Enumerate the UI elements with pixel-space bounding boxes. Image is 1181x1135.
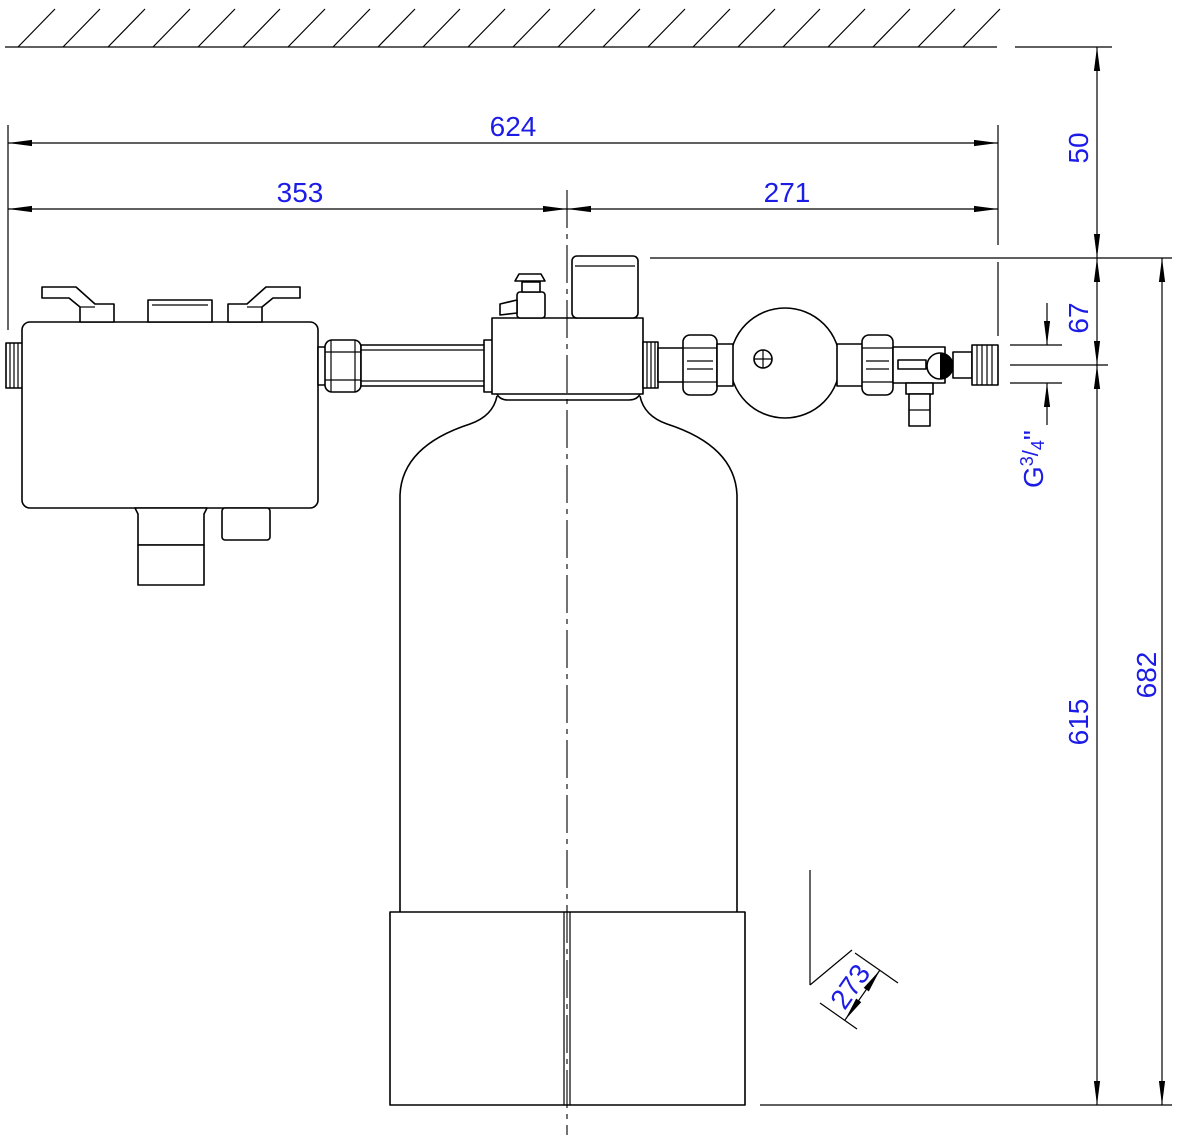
meter-screw-cross [754, 350, 772, 368]
dim-label-615: 615 [1063, 699, 1094, 746]
dimension-labels: 624 353 271 50 67 615 682 273 G3/4" [277, 111, 1162, 1015]
sampling-valve-knob [514, 273, 546, 282]
ceiling-hatch [5, 8, 1001, 48]
dim-label-353: 353 [277, 177, 324, 208]
dim-label-271: 271 [764, 177, 811, 208]
union-nut-inlet-faces [683, 347, 717, 383]
outlet-thread [971, 344, 999, 386]
control-box [571, 255, 639, 319]
sampling-valve-body [516, 291, 546, 319]
connection-pipe-wall [361, 349, 485, 382]
union-nut-inlet [682, 334, 718, 396]
tank-shell [399, 395, 738, 912]
thread-size-label: G3/4" [1017, 430, 1049, 488]
left-thread-ridges [9, 343, 19, 388]
left-union-nut-faces [325, 340, 361, 392]
drain-tap-collar [905, 382, 934, 395]
dim-label-67: 67 [1063, 302, 1094, 333]
ext-diameter-a [819, 1002, 858, 1030]
ext-diameter-b [854, 952, 899, 984]
sampling-valve [499, 273, 546, 319]
dim-line-273 [844, 969, 881, 1021]
extension-lines [7, 46, 1172, 1106]
thread-numerator: 3 [1017, 456, 1037, 466]
center-cap [147, 299, 213, 323]
head-outlet-thread-ridges [646, 342, 656, 388]
drain-outlet-collar [134, 507, 208, 546]
sampling-valve-nozzle [499, 299, 518, 316]
outlet-thread-ridges [976, 345, 993, 385]
thread-slash: / [1018, 449, 1043, 456]
water-meter [729, 307, 841, 419]
ball-valve-lever [897, 359, 927, 370]
dim-label-682: 682 [1131, 652, 1162, 699]
dim-label-50: 50 [1063, 132, 1094, 163]
dim-label-624: 624 [490, 111, 537, 142]
thread-inch-mark: " [1018, 430, 1049, 440]
ext-tank-diagonal [809, 949, 853, 986]
ball-valve-stem-fill [940, 353, 953, 379]
valve-housing [21, 321, 319, 509]
valve-unit [5, 286, 319, 586]
left-handle [41, 286, 115, 323]
connection-pipe [360, 344, 486, 387]
brine-outlet [221, 507, 271, 541]
thread-prefix: G [1018, 466, 1049, 488]
ceiling-hatch-lines [17, 8, 1001, 48]
outlet-adapter [657, 347, 685, 383]
sampling-valve-stem [521, 281, 541, 293]
dimension-lines [8, 47, 1166, 1105]
union-nut-outlet-faces [862, 347, 893, 383]
right-handle [227, 286, 301, 323]
outlet-assembly [642, 307, 999, 427]
thread-denominator: 4 [1028, 440, 1048, 450]
meter-outlet [836, 343, 864, 387]
ball-valve-outlet [952, 351, 973, 379]
drain-outlet [137, 544, 205, 586]
left-connection-pipe [317, 339, 494, 393]
union-nut-outlet [861, 334, 894, 396]
meter-inlet [716, 343, 734, 387]
head-bottom-rim [496, 393, 641, 401]
